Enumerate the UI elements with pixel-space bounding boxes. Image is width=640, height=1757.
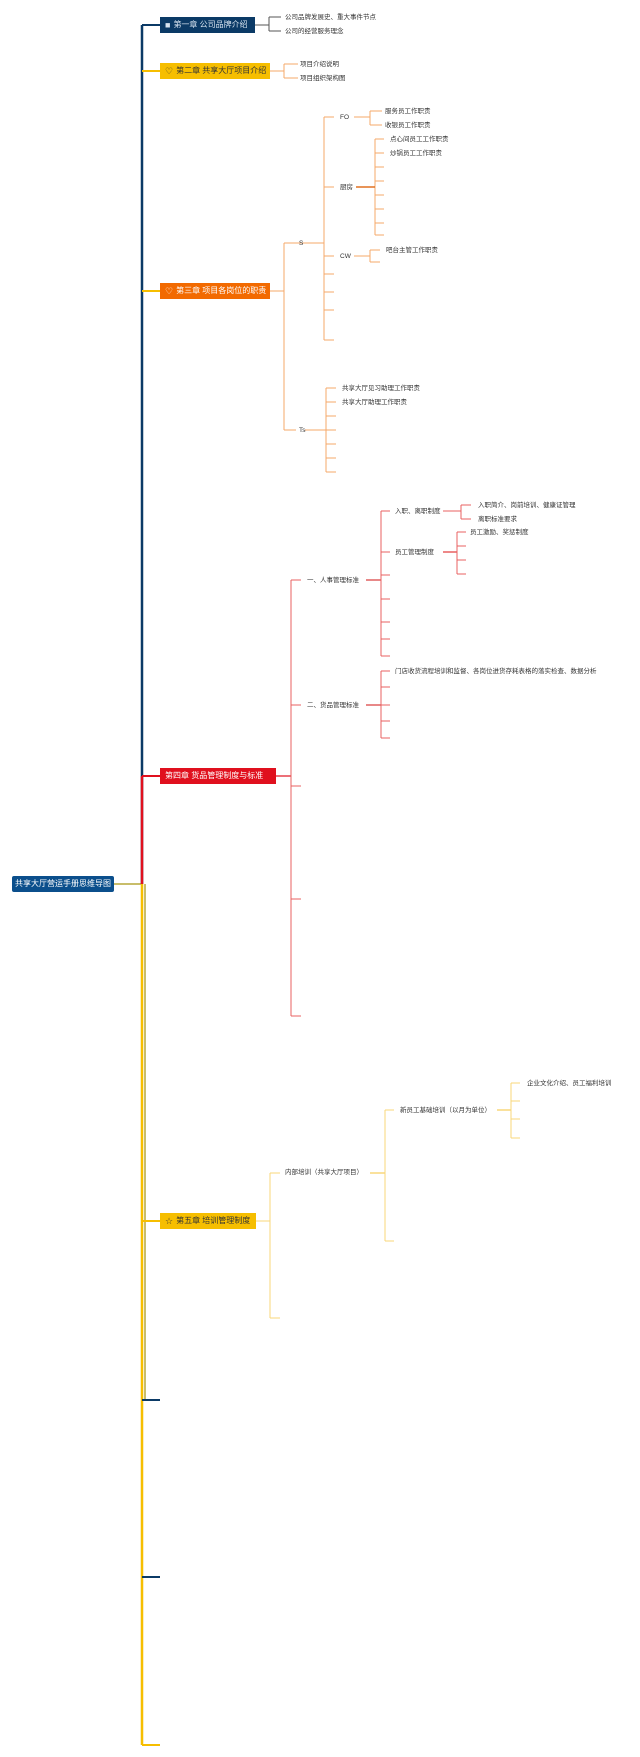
chapter-2-leaf-2: 项目组织架构图 xyxy=(300,75,346,82)
staff-leaf-1: 员工激励、奖惩制度 xyxy=(470,529,529,536)
kitchen-leaf-1: 点心间员工工作职责 xyxy=(390,136,449,143)
basic-training-label: 新员工基础培训（以月为单位） xyxy=(400,1107,491,1114)
chapter-1-leaf-2: 公司的经营服务理念 xyxy=(285,28,344,35)
fo-leaf-2: 收银员工作职责 xyxy=(385,122,431,129)
chapter-5-node[interactable]: ☆ 第五章 培训管理制度 xyxy=(160,1213,256,1229)
kitchen-leaf-2: 炒锅员工工作职责 xyxy=(390,150,442,157)
ts-group-label: Ts xyxy=(299,427,306,434)
cw-group-label: CW xyxy=(340,253,351,260)
goods-leaf-1: 门店收货流程培训和监督、各岗位进货存耗表格的落实检查、数据分析 xyxy=(395,668,597,675)
square-icon: ■ xyxy=(165,20,171,30)
chapter-2-node[interactable]: ♡ 第二章 共享大厅项目介绍 xyxy=(160,63,270,79)
chapter-1-leaf-1: 公司品牌发展史、重大事件节点 xyxy=(285,14,376,21)
heart-icon: ♡ xyxy=(165,286,174,296)
chapter-3-node[interactable]: ♡ 第三章 项目各岗位的职责 xyxy=(160,283,270,299)
entry-leaf-2: 离职标准要求 xyxy=(478,516,517,523)
kitchen-group-label: 厨房 xyxy=(340,184,353,191)
root-node[interactable]: 共享大厅营运手册思维导图 xyxy=(12,876,114,892)
chapter-3-label: 第三章 项目各岗位的职责 xyxy=(176,286,267,295)
entry-leaf-1: 入职简介、岗前培训、健康证管理 xyxy=(478,502,576,509)
ts-leaf-1: 共享大厅见习助理工作职责 xyxy=(342,385,420,392)
s-group-label: S xyxy=(299,240,304,247)
star-icon: ☆ xyxy=(165,1216,174,1226)
cw-leaf-1: 吧台主管工作职责 xyxy=(386,247,438,254)
entry-system-label: 入职、离职制度 xyxy=(395,508,441,515)
chapter-4-label: 第四章 货品管理制度与标准 xyxy=(165,771,264,780)
chapter-4-node[interactable]: 第四章 货品管理制度与标准 xyxy=(160,768,276,784)
chapter-2-leaf-1: 项目介绍说明 xyxy=(300,61,339,68)
fo-group-label: FO xyxy=(340,114,350,121)
chapter-1-node[interactable]: ■ 第一章 公司品牌介绍 xyxy=(160,17,255,33)
heart-icon: ♡ xyxy=(165,66,174,76)
chapter-2-label: 第二章 共享大厅项目介绍 xyxy=(176,66,267,75)
goods-standard-label: 二、货品管理标准 xyxy=(307,702,359,709)
chapter-1-label: 第一章 公司品牌介绍 xyxy=(173,20,248,29)
staff-system-label: 员工管理制度 xyxy=(395,549,434,556)
basic-training-leaf-1: 企业文化介绍、员工福利培训 xyxy=(527,1080,612,1087)
chapter-5-label: 第五章 培训管理制度 xyxy=(176,1216,251,1225)
hr-standard-label: 一、人事管理标准 xyxy=(307,577,359,584)
ts-leaf-2: 共享大厅助理工作职责 xyxy=(342,399,407,406)
fo-leaf-1: 服务员工作职责 xyxy=(385,108,431,115)
internal-training-label: 内部培训（共享大厅项目） xyxy=(285,1169,363,1176)
